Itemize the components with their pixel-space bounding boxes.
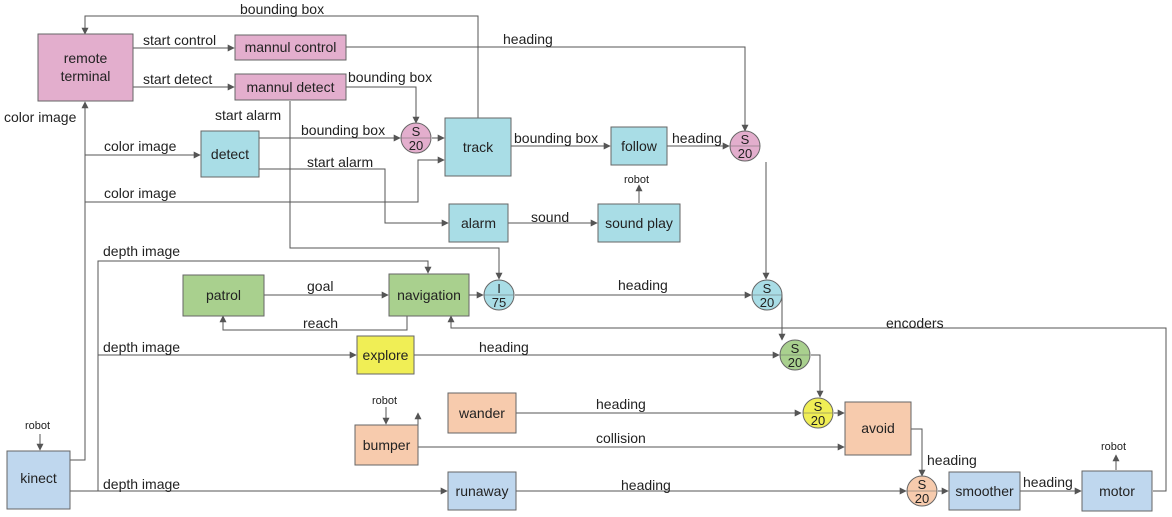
node-track: track <box>444 117 512 177</box>
connections <box>36 15 1167 495</box>
node-kinect: kinect <box>6 450 71 510</box>
node-avoid: avoid <box>844 401 912 456</box>
suppressor-track-time: 20 <box>409 138 423 153</box>
label-heading-runaway: heading <box>621 477 671 493</box>
node-wander: wander <box>447 392 517 434</box>
smoother-label: smoother <box>955 483 1014 499</box>
runaway-label: runaway <box>456 483 509 499</box>
sound-play-label: sound play <box>605 215 673 231</box>
node-sound-play: sound play <box>597 203 681 243</box>
patrol-label: patrol <box>206 287 241 303</box>
label-color-image-left: color image <box>4 109 77 125</box>
suppressor-navigation-time: 20 <box>760 295 774 310</box>
inhibitor-navigation-time: 75 <box>492 295 506 310</box>
inhibitor-navigation: I 75 <box>483 279 515 311</box>
node-runaway: runaway <box>447 471 517 511</box>
follow-label: follow <box>621 138 658 154</box>
explore-label: explore <box>363 347 409 363</box>
suppressor-navigation: S 20 <box>751 279 783 311</box>
suppressor-track-type: S <box>412 124 421 139</box>
label-color-image-detect: color image <box>104 138 177 154</box>
suppressor-follow: S 20 <box>729 130 761 162</box>
suppressor-follow-type: S <box>741 132 750 147</box>
label-robot-follow: robot <box>624 174 649 186</box>
label-robot-kinect: robot <box>25 420 50 432</box>
label-robot-motor: robot <box>1101 441 1126 453</box>
label-heading-top: heading <box>503 31 553 47</box>
label-reach: reach <box>303 315 338 331</box>
label-robot-bumper: robot <box>372 395 397 407</box>
motor-label: motor <box>1099 483 1135 499</box>
suppressor-navigation-type: S <box>763 281 772 296</box>
remote-terminal-label-line2: terminal <box>61 68 111 84</box>
label-bounding-box-mid: bounding box <box>301 122 385 138</box>
remote-terminal-label-line1: remote <box>64 50 108 66</box>
suppressor-smoother: S 20 <box>906 475 938 507</box>
mannul-control-label: mannul control <box>245 39 337 55</box>
detect-label: detect <box>211 146 249 162</box>
label-heading-wander: heading <box>596 396 646 412</box>
bumper-label: bumper <box>363 437 411 453</box>
suppressor-explore: S 20 <box>779 339 811 371</box>
suppressor-explore-time: 20 <box>788 355 802 370</box>
label-bounding-box-top: bounding box <box>240 1 324 17</box>
suppressor-wander-time: 20 <box>811 413 825 428</box>
node-mannul-detect: mannul detect <box>234 73 347 101</box>
label-heading-avoid: heading <box>927 452 977 468</box>
navigation-label: navigation <box>397 287 461 303</box>
alarm-label: alarm <box>461 215 496 231</box>
suppressor-wander: S 20 <box>802 397 834 429</box>
inhibitor-navigation-type: I <box>497 281 501 296</box>
node-motor: motor <box>1081 470 1153 512</box>
node-remote-terminal: remote terminal <box>37 33 134 102</box>
label-collision: collision <box>596 430 646 446</box>
node-alarm: alarm <box>448 203 509 243</box>
label-goal: goal <box>307 278 333 294</box>
label-color-image-track: color image <box>104 185 177 201</box>
label-sound: sound <box>531 209 569 225</box>
track-label: track <box>463 139 494 155</box>
mannul-detect-label: mannul detect <box>247 79 335 95</box>
label-start-alarm-upper: start alarm <box>215 107 281 123</box>
label-encoders: encoders <box>886 315 944 331</box>
node-explore: explore <box>356 335 415 375</box>
suppressor-follow-time: 20 <box>738 146 752 161</box>
avoid-label: avoid <box>861 420 894 436</box>
suppressor-wander-type: S <box>814 399 823 414</box>
label-heading-smoother: heading <box>1023 474 1073 490</box>
label-depth-image-runaway: depth image <box>103 476 180 492</box>
label-bounding-box-detect: bounding box <box>348 69 432 85</box>
node-follow: follow <box>610 126 668 166</box>
node-navigation: navigation <box>388 273 470 317</box>
label-heading-explore: heading <box>479 339 529 355</box>
label-depth-image-nav: depth image <box>103 243 180 259</box>
suppressor-smoother-type: S <box>918 477 927 492</box>
node-patrol: patrol <box>182 274 265 317</box>
edge-labels: bounding box start control heading start… <box>4 1 1126 493</box>
suppressor-track: S 20 <box>400 122 432 154</box>
node-mannul-control: mannul control <box>234 34 347 61</box>
node-bumper: bumper <box>354 424 419 466</box>
label-heading-nav: heading <box>618 277 668 293</box>
wander-label: wander <box>458 405 505 421</box>
label-start-detect: start detect <box>143 71 212 87</box>
label-start-control: start control <box>143 32 216 48</box>
label-bounding-box-track: bounding box <box>514 130 598 146</box>
kinect-label: kinect <box>20 470 57 486</box>
label-heading-follow: heading <box>672 130 722 146</box>
suppressor-smoother-time: 20 <box>915 491 929 506</box>
suppressor-explore-type: S <box>791 341 800 356</box>
node-detect: detect <box>200 130 260 178</box>
label-depth-image-explore: depth image <box>103 339 180 355</box>
label-start-alarm-lower: start alarm <box>307 154 373 170</box>
node-smoother: smoother <box>948 471 1021 511</box>
